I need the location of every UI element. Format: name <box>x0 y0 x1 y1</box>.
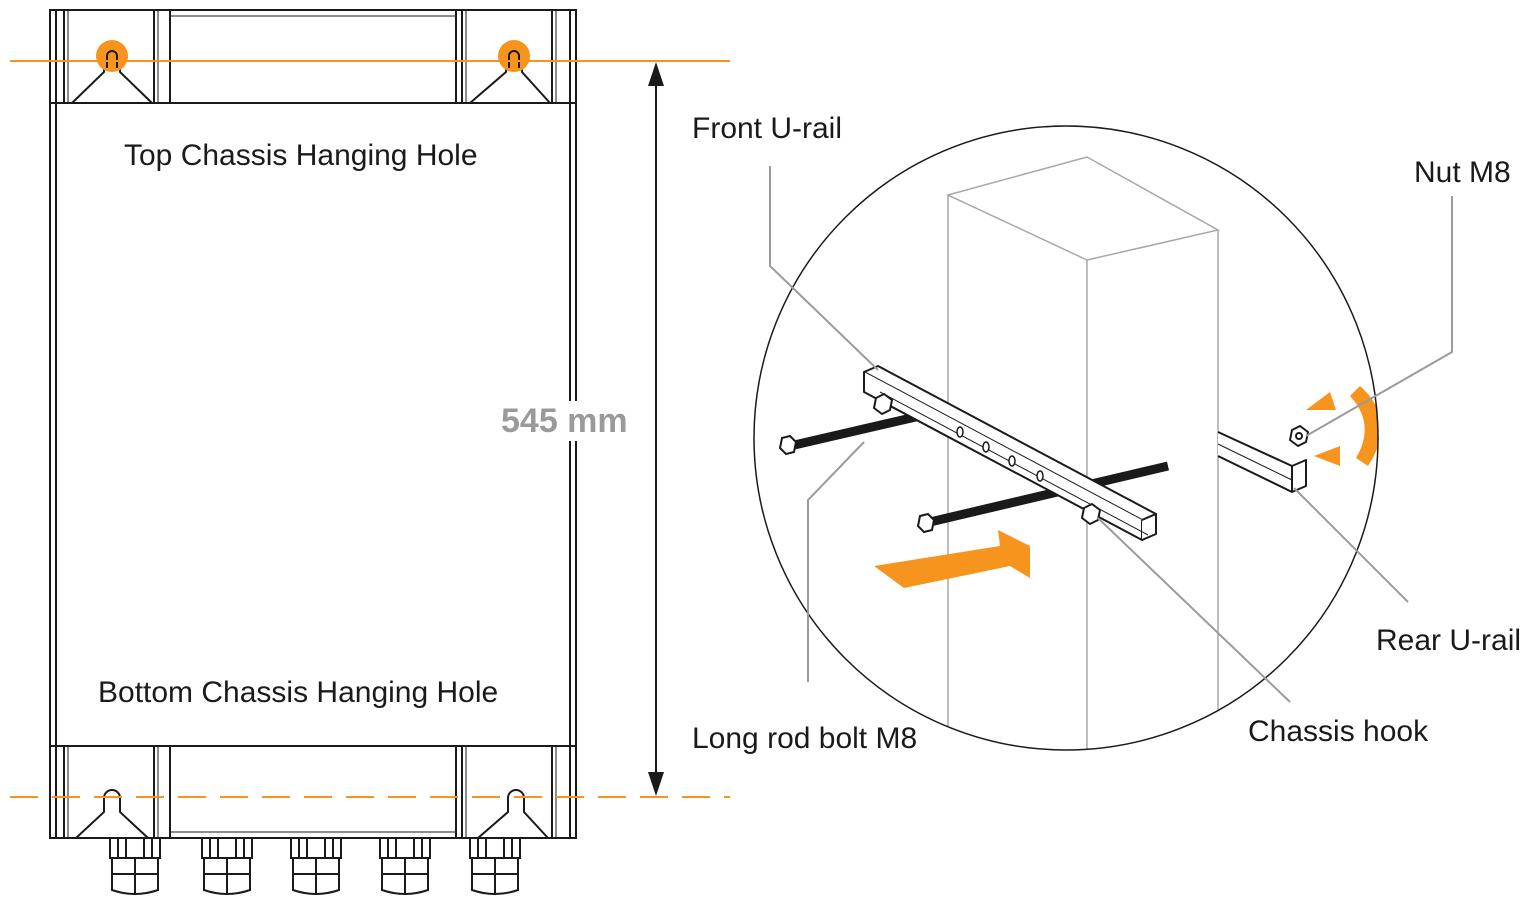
nut-m8-label: Nut M8 <box>1414 156 1511 189</box>
cable-gland-icon <box>379 837 431 895</box>
leader-long-bolt <box>807 441 865 682</box>
leader-front-rail <box>769 166 879 371</box>
cable-glands <box>109 837 521 895</box>
leader-rear-rail <box>1293 487 1409 603</box>
cable-gland-icon <box>201 837 253 895</box>
long-rod-bolts <box>788 411 1170 527</box>
hex-bolt-icon <box>778 392 1102 534</box>
top-chassis-hole-label: Top Chassis Hanging Hole <box>124 139 478 172</box>
rail-holes <box>956 426 1044 482</box>
leader-nut <box>1305 196 1453 437</box>
hex-nut-icon <box>1288 424 1310 448</box>
cable-gland-icon <box>469 837 521 895</box>
chassis-hook-label: Chassis hook <box>1248 715 1429 748</box>
rear-u-rail <box>1217 431 1307 493</box>
cable-gland-icon <box>290 837 342 895</box>
leader-chassis-hook <box>1097 517 1291 703</box>
hanging-hole-icon <box>498 40 530 72</box>
chassis-enclosure <box>49 9 577 839</box>
cable-gland-icon <box>109 837 161 895</box>
detail-view <box>753 125 1379 751</box>
bottom-chassis-hole-label: Bottom Chassis Hanging Hole <box>98 676 499 709</box>
rotate-arrow-icon <box>1306 386 1378 466</box>
dimension-arrow <box>648 62 664 796</box>
front-u-rail-label: Front U-rail <box>692 112 843 145</box>
dimension-label: 545 mm <box>499 401 630 441</box>
rear-u-rail-label: Rear U-rail <box>1376 624 1522 657</box>
push-arrow-icon <box>874 530 1030 588</box>
front-u-rail <box>863 365 1157 541</box>
leader-lines <box>769 166 1453 703</box>
hanging-hole-icon <box>96 40 128 72</box>
long-rod-bolt-label: Long rod bolt M8 <box>692 722 918 755</box>
detail-circle <box>753 125 1379 751</box>
